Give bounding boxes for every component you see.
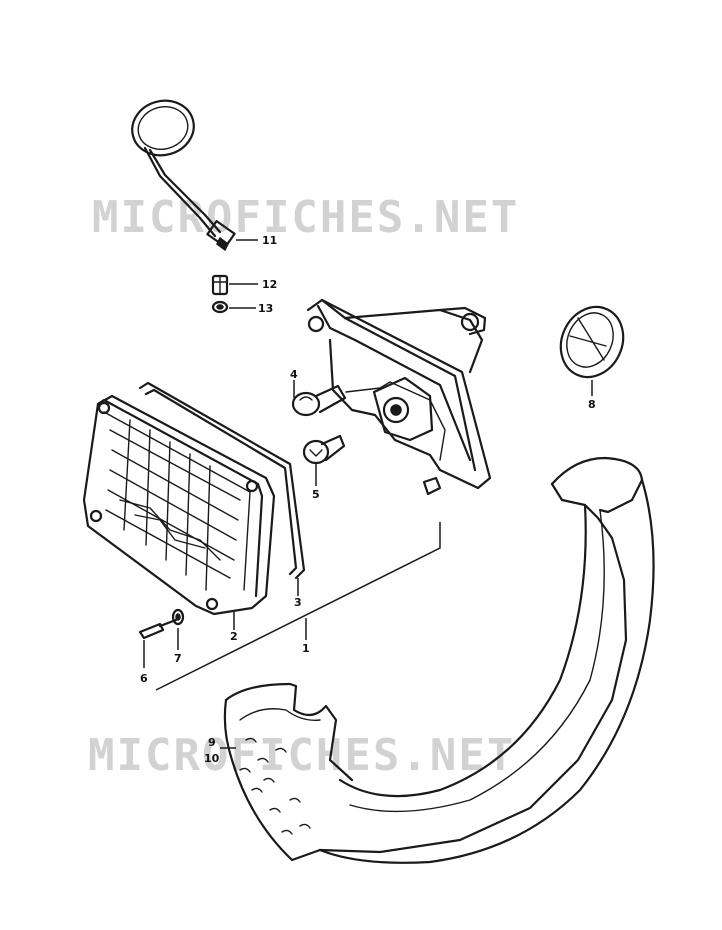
assembly-bracket [155, 522, 441, 691]
lens-part [82, 394, 276, 616]
callout-12: 12 [262, 278, 277, 291]
callout-4: 4 [290, 368, 298, 381]
callout-7: 7 [174, 652, 182, 665]
watermark-top: MICROFICHES.NET [92, 192, 519, 243]
callout-2: 2 [230, 630, 238, 643]
gasket-part [138, 381, 306, 580]
callout-9: 9 [208, 736, 216, 749]
nut-part [211, 274, 229, 296]
lamp-housing [306, 298, 492, 496]
callout-11: 11 [262, 234, 277, 247]
callout-1: 1 [302, 642, 310, 655]
mirror-part [131, 99, 236, 252]
callout-13: 13 [258, 302, 273, 315]
reflector-part [559, 305, 625, 379]
fender-part [223, 456, 655, 864]
socket-bulb-part [302, 434, 346, 465]
bulb-part [291, 384, 347, 417]
small-washer-part [171, 608, 185, 626]
screw-part [138, 618, 178, 640]
watermark-bottom: MICROFICHES.NET [88, 730, 515, 781]
callout-8: 8 [588, 398, 596, 411]
callout-5: 5 [312, 488, 320, 501]
callout-10: 10 [204, 752, 220, 765]
washer-part [211, 300, 229, 314]
callout-6: 6 [140, 672, 148, 685]
callout-3: 3 [294, 596, 302, 609]
